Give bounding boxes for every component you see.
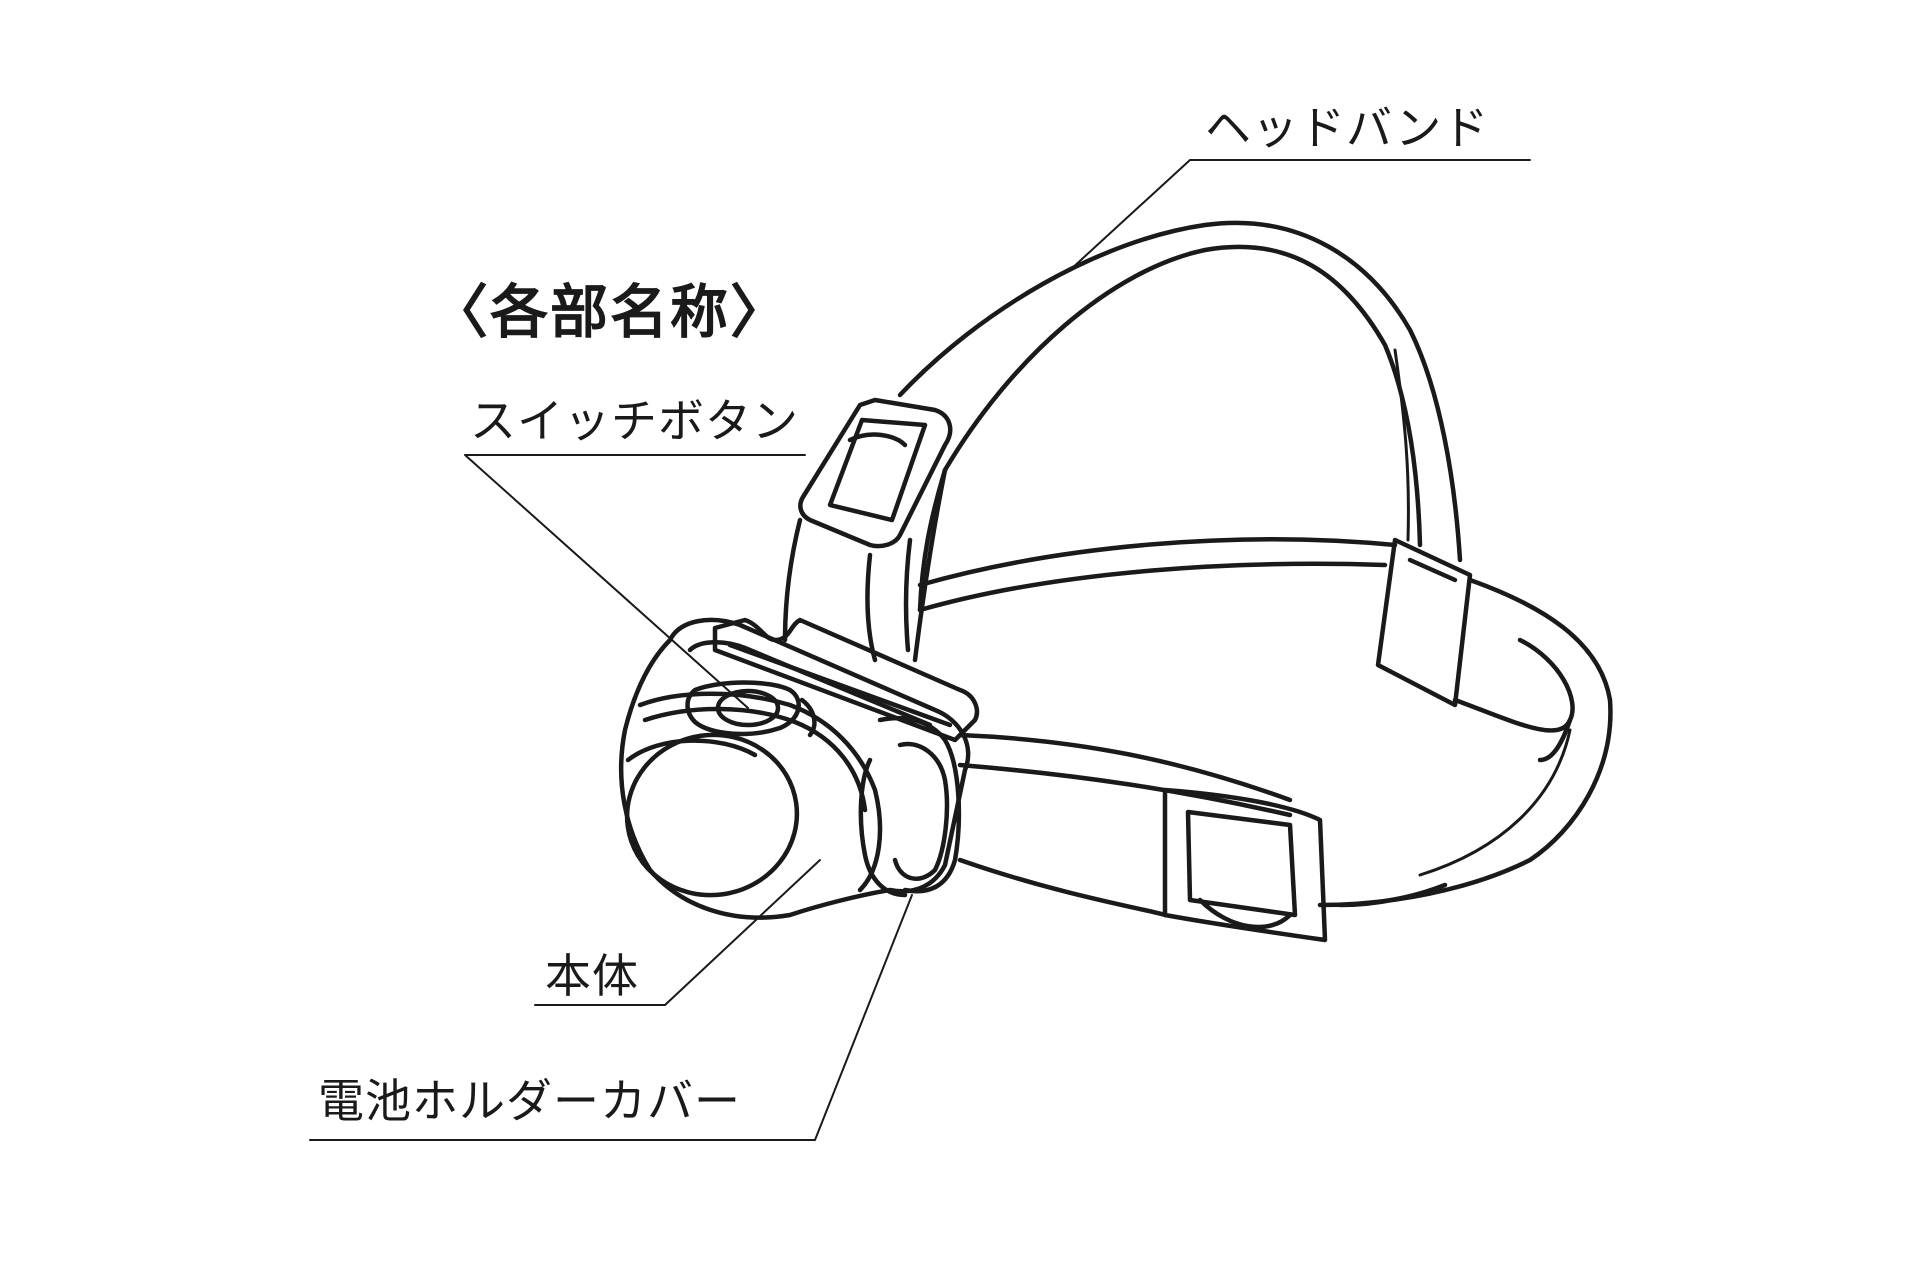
- back-buckle: [1375, 537, 1473, 708]
- diagram-title: 〈各部名称〉: [430, 278, 791, 346]
- upper-buckle: [798, 397, 953, 549]
- front-strap: [957, 732, 1448, 918]
- leader-lines: [309, 159, 1531, 1141]
- top-strap: [897, 220, 1463, 613]
- lamp-bracket: [712, 617, 980, 743]
- leader-body: [534, 859, 821, 1006]
- back-strap: [917, 537, 1613, 908]
- label-battery-holder-cover: 電池ホルダーカバー: [318, 1074, 741, 1128]
- vertical-strap: [782, 467, 948, 663]
- lamp-body: [618, 617, 971, 920]
- leader-battery-cover: [309, 894, 913, 1141]
- lens: [624, 732, 800, 898]
- leader-headband: [1069, 159, 1531, 271]
- switch-button-shape: [685, 680, 817, 738]
- label-switch-button: スイッチボタン: [470, 394, 799, 448]
- leader-switch: [464, 454, 806, 709]
- battery-holder-cover: [858, 715, 962, 898]
- label-headband: ヘッドバンド: [1205, 101, 1490, 155]
- front-buckle: [1162, 787, 1328, 943]
- label-body: 本体: [545, 949, 639, 1003]
